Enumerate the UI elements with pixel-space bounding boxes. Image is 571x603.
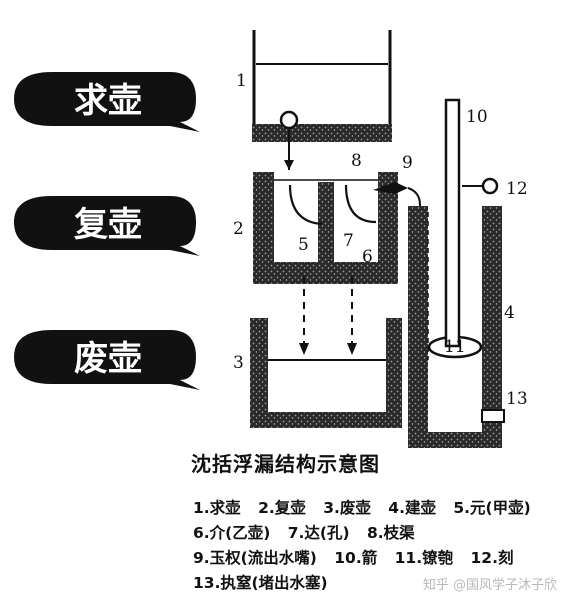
bubble-label-feihu: 废壶	[74, 339, 142, 379]
diagram-caption: 沈括浮漏结构示意图	[191, 452, 380, 476]
legend-item: 10.箭	[334, 549, 378, 567]
legend-item: 2.复壶	[258, 499, 306, 517]
legend-item: 13.执窒(堵出水塞)	[193, 574, 328, 592]
label-6: 6	[362, 247, 373, 267]
label-3: 3	[233, 353, 244, 373]
legend-item: 9.玉权(流出水嘴)	[193, 549, 317, 567]
vessel-qiuhu	[252, 30, 392, 170]
label-4: 4	[504, 303, 515, 323]
label-5: 5	[298, 235, 309, 255]
label-8: 8	[351, 151, 362, 171]
label-11: 11	[444, 337, 466, 357]
label-10: 10	[466, 107, 488, 127]
label-1: 1	[236, 71, 247, 91]
label-7: 7	[343, 231, 354, 251]
bubble-label-fuhu: 复壶	[74, 205, 142, 245]
label-9: 9	[402, 153, 413, 173]
vessel-feihu	[250, 318, 402, 428]
legend-item: 12.刻	[470, 549, 514, 567]
legend-item: 11.镣匏	[394, 549, 454, 567]
label-12: 12	[506, 179, 528, 199]
legend-item: 1.求壶	[193, 499, 241, 517]
bubble-fuhu: 复壶	[14, 196, 200, 256]
label-2: 2	[233, 219, 244, 239]
legend-item: 8.枝渠	[367, 524, 415, 542]
overflow-lines	[303, 276, 353, 345]
label-13: 13	[506, 389, 528, 409]
vessel-fuhu	[253, 172, 421, 284]
legend: 1.求壶 2.复壶 3.废壶 4.建壶 5.元(甲壶) 6.介(乙壶) 7.达(…	[193, 496, 563, 596]
bubble-qiuhu: 求壶	[14, 72, 200, 132]
bubble-label-qiuhu: 求壶	[74, 81, 142, 121]
bubble-feihu: 废壶	[14, 330, 200, 390]
legend-item: 4.建壶	[388, 499, 436, 517]
legend-item: 7.达(孔)	[287, 524, 350, 542]
legend-item: 3.废壶	[323, 499, 371, 517]
watermark: 知乎 @国风学子沐子欣	[422, 578, 557, 593]
vessel-jianhu	[408, 98, 505, 448]
legend-item: 6.介(乙壶)	[193, 524, 271, 542]
legend-item: 5.元(甲壶)	[453, 499, 531, 517]
